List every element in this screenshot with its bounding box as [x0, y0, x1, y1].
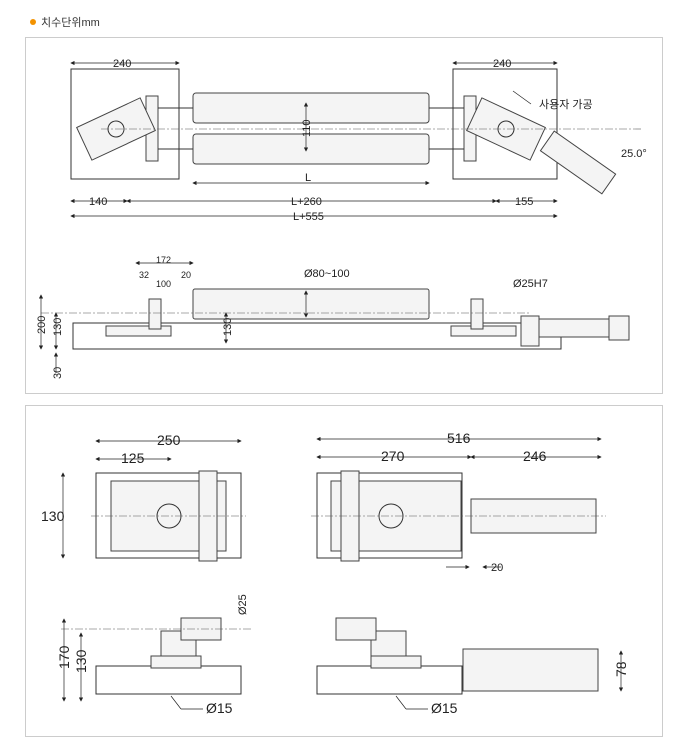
units-label: 치수단위mm	[41, 17, 100, 29]
dim-30: 30	[52, 367, 64, 379]
dim-270: 270	[381, 448, 405, 464]
dim-15-left: Ø15	[206, 700, 233, 716]
dim-172: 172	[156, 255, 171, 265]
shaft-diameter: Ø25H7	[513, 278, 548, 290]
bottom-right-view: 78 Ø15	[316, 617, 629, 716]
dim-15-right: Ø15	[431, 700, 458, 716]
dim-total: L+555	[293, 211, 324, 223]
dim-246: 246	[523, 448, 547, 464]
dim-200: 200	[36, 316, 48, 334]
dim-20: 20	[181, 270, 191, 280]
user-machining-note: 사용자 가공	[539, 98, 593, 111]
dim-left-plate: 240	[113, 58, 131, 70]
dim-170: 170	[56, 645, 72, 669]
dim-32: 32	[139, 270, 149, 280]
dim-roller-gap: 110	[301, 119, 313, 137]
drawing-panel-unit: 250 125 130 516 270 246 20 170 130 Ø25 Ø…	[25, 405, 663, 737]
bullet-icon	[30, 19, 36, 25]
dim-roller-length: L	[305, 172, 311, 184]
bottom-left-view: 170 130 Ø25 Ø15	[56, 594, 251, 716]
dim-125: 125	[121, 450, 145, 466]
dim-130-center: 130	[222, 318, 234, 336]
dim-right: 155	[515, 196, 533, 208]
dim-130: 130	[41, 508, 65, 524]
top-right-view: 516 270 246 20	[311, 430, 606, 574]
dim-250: 250	[157, 432, 181, 448]
dim-right-plate: 240	[493, 58, 511, 70]
dim-left: 140	[89, 196, 107, 208]
top-left-view: 250 125 130	[41, 432, 246, 562]
roller-diameter: Ø80~100	[304, 268, 350, 280]
drawing-panel-assembly: 240 240 110 L 140 L+260 155 L+555 사용자 가공…	[25, 37, 663, 394]
dim-20: 20	[491, 562, 503, 574]
unit-drawing: 250 125 130 516 270 246 20 170 130 Ø25 Ø…	[41, 430, 629, 716]
assembly-drawing: 240 240 110 L 140 L+260 155 L+555 사용자 가공…	[36, 58, 647, 379]
side-view: 172 32 100 20 Ø80~100 Ø25H7 200 130 130 …	[36, 255, 630, 379]
angle-label: 25.0°	[621, 148, 647, 160]
dim-100: 100	[156, 279, 171, 289]
dim-25: Ø25	[237, 594, 249, 615]
dim-130b: 130	[73, 649, 89, 673]
dim-78: 78	[613, 661, 629, 677]
dim-center: L+260	[291, 196, 322, 208]
dim-516: 516	[447, 430, 471, 446]
units-header: 치수단위mm	[30, 14, 100, 30]
dim-130-left: 130	[52, 318, 64, 336]
top-view: 240 240 110 L 140 L+260 155 L+555 사용자 가공…	[70, 58, 647, 223]
